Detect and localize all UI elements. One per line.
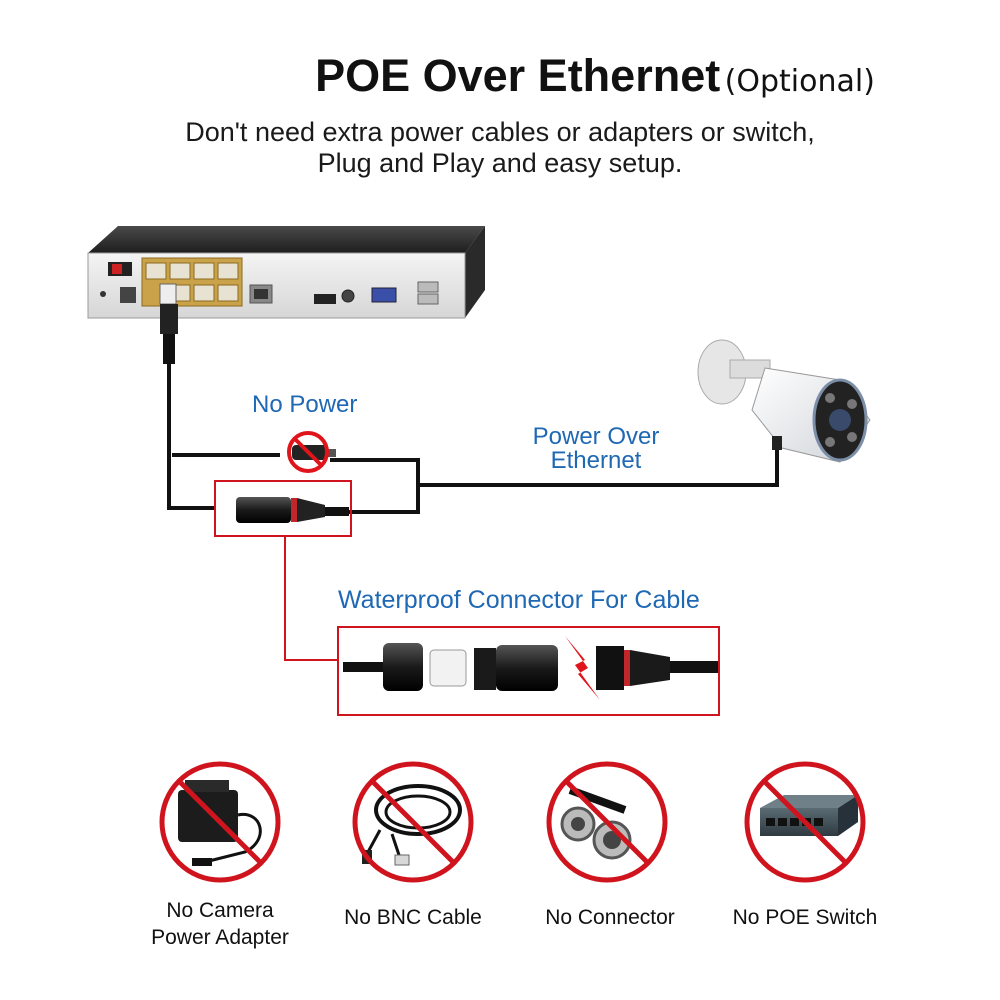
title-main: POE Over Ethernet [315,50,721,101]
waterproof-connector-small-icon [236,497,349,523]
page-title: POE Over Ethernet (Optional) [0,50,1000,102]
item-label-no-poe-switch: No POE Switch [710,904,900,931]
poe-switch-icon [760,795,858,836]
no-symbol-icon [287,431,329,473]
item-label-line-1: No Camera [166,899,274,922]
subtitle: Don't need extra power cables or adapter… [0,117,1000,179]
subtitle-line-2: Plug and Play and easy setup. [317,148,683,178]
poe-label: Power Over Ethernet [506,425,686,473]
no-symbol-icon [744,761,866,883]
nvr-recorder-icon [87,226,485,319]
item-label-line-2: Power Adapter [151,926,289,949]
item-label-line-1: No Connector [545,906,675,929]
subtitle-line-1: Don't need extra power cables or adapter… [185,117,815,147]
item-label-no-adapter: No Camera Power Adapter [125,897,315,951]
no-symbol-icon [546,761,668,883]
waterproof-connector-label: Waterproof Connector For Cable [338,586,700,614]
item-label-no-bnc: No BNC Cable [318,904,508,931]
item-label-line-1: No BNC Cable [344,906,482,929]
bullet-camera-icon [697,339,871,463]
poe-label-line-2: Ethernet [550,447,642,474]
rj45-plug-icon [159,283,178,364]
aviation-connector-icon [560,786,632,860]
no-symbol-icon [352,761,474,883]
title-optional: (Optional) [724,64,875,99]
poe-label-line-1: Power Over [532,423,660,450]
no-symbol-icon [159,761,281,883]
waterproof-connector-icon [343,636,718,700]
no-power-label: No Power [252,391,358,418]
item-label-line-1: No POE Switch [732,906,878,929]
item-label-no-connector: No Connector [515,904,705,931]
power-adapter-icon [178,780,262,866]
